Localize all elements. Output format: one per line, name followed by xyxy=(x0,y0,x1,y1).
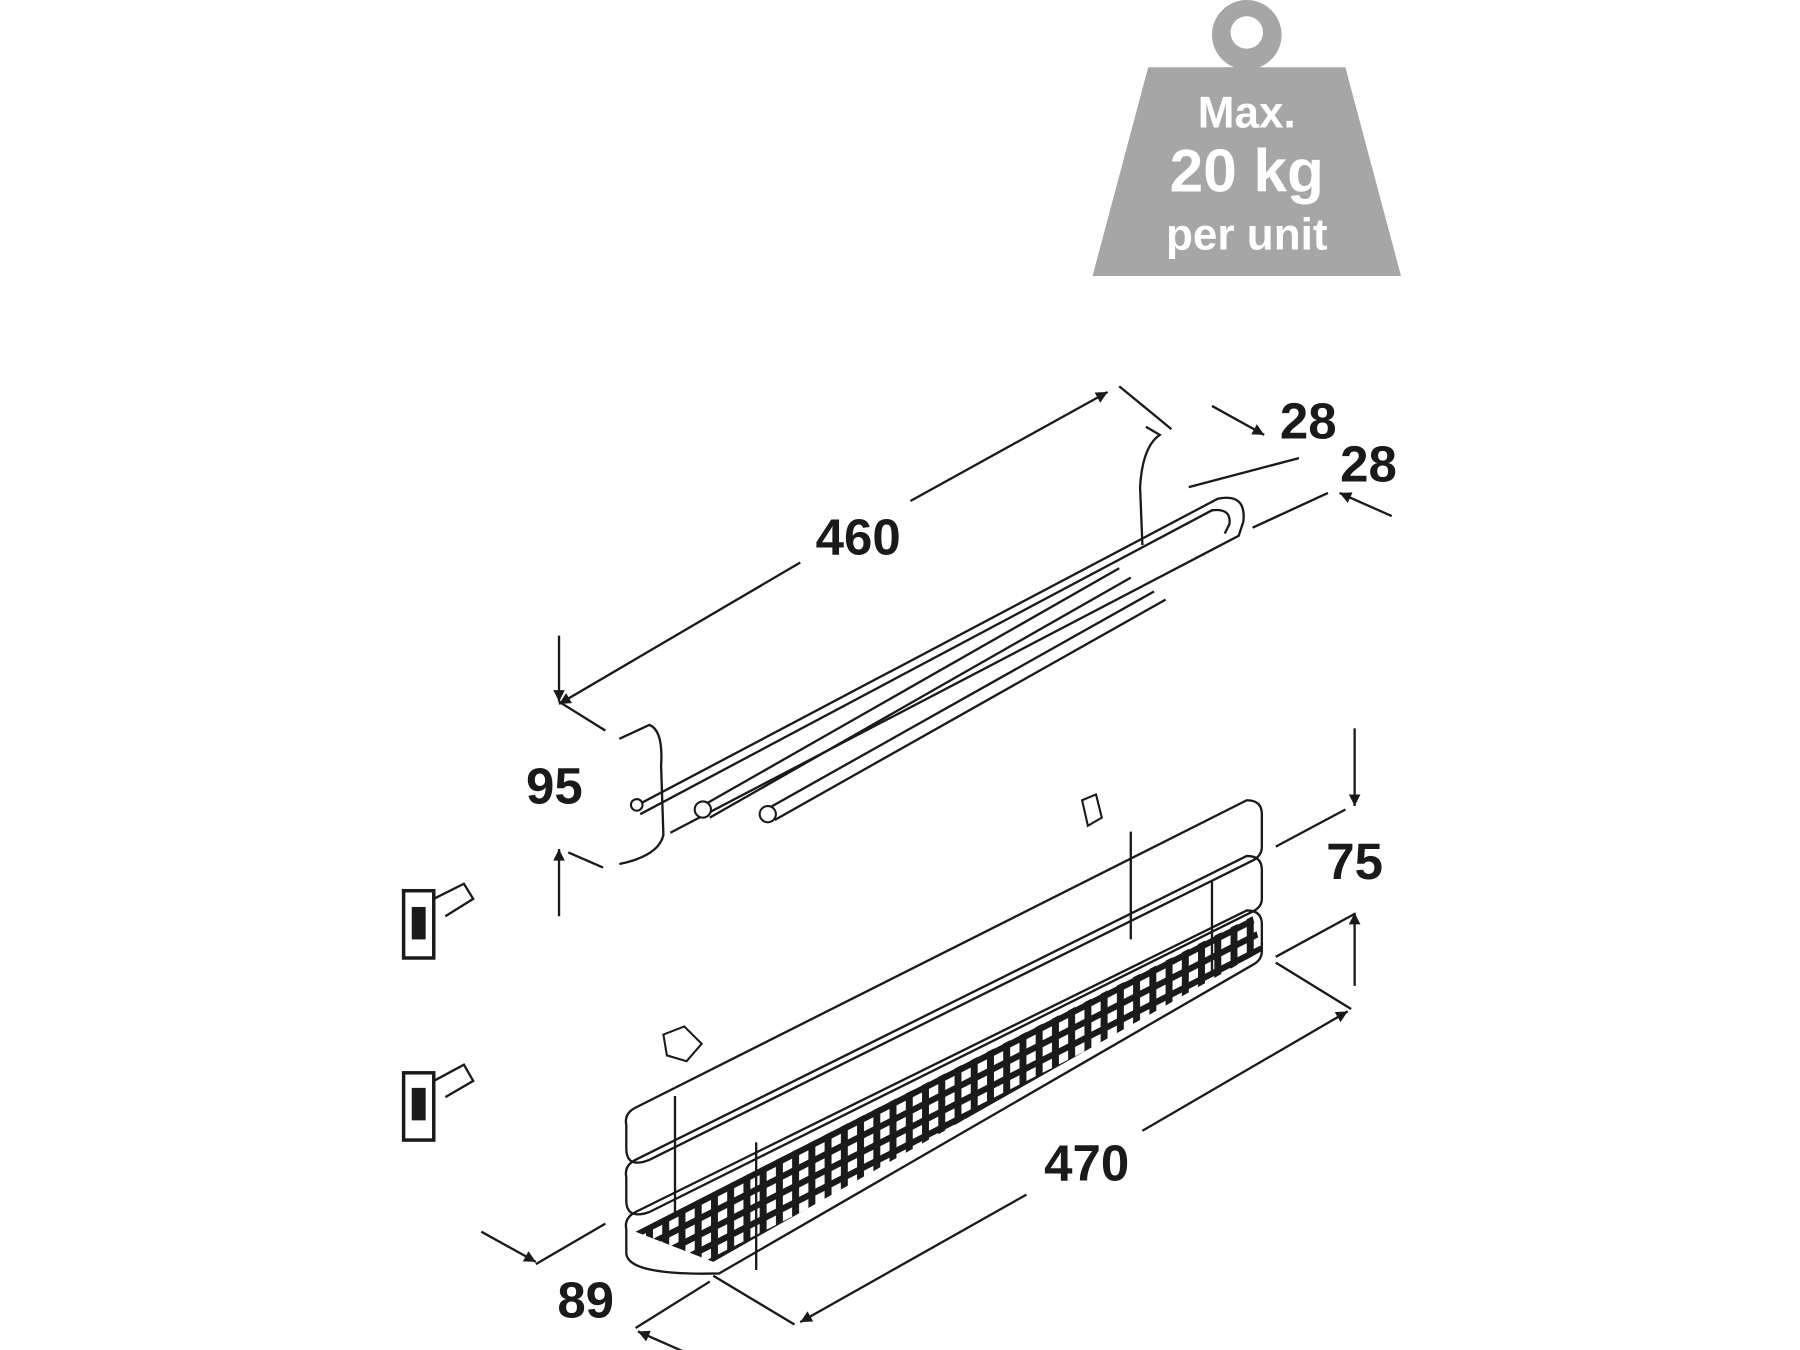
dim-basket-length: 470 xyxy=(1044,1135,1129,1192)
rail-rack xyxy=(618,425,1329,866)
weight-line-2: 20 kg xyxy=(1170,136,1324,204)
weight-line-1: Max. xyxy=(1198,89,1296,138)
dim-basket-depth: 89 xyxy=(557,1272,614,1329)
wall-bracket-lower xyxy=(401,1063,475,1142)
dim-rail-depth-2: 28 xyxy=(1340,435,1397,492)
basket xyxy=(624,799,1264,1275)
wall-bracket-upper xyxy=(401,882,475,960)
hanging-clip-icon xyxy=(662,793,1104,1063)
dim-rail-length: 460 xyxy=(816,508,901,565)
dim-basket-height: 75 xyxy=(1326,833,1383,890)
dim-rail-depth-1: 28 xyxy=(1280,392,1337,449)
dim-rail-height: 95 xyxy=(526,758,583,815)
dimension-lines xyxy=(480,385,1393,1350)
max-load-weight-icon: Max. 20 kg per unit xyxy=(1092,0,1402,277)
weight-line-3: per unit xyxy=(1166,210,1328,259)
